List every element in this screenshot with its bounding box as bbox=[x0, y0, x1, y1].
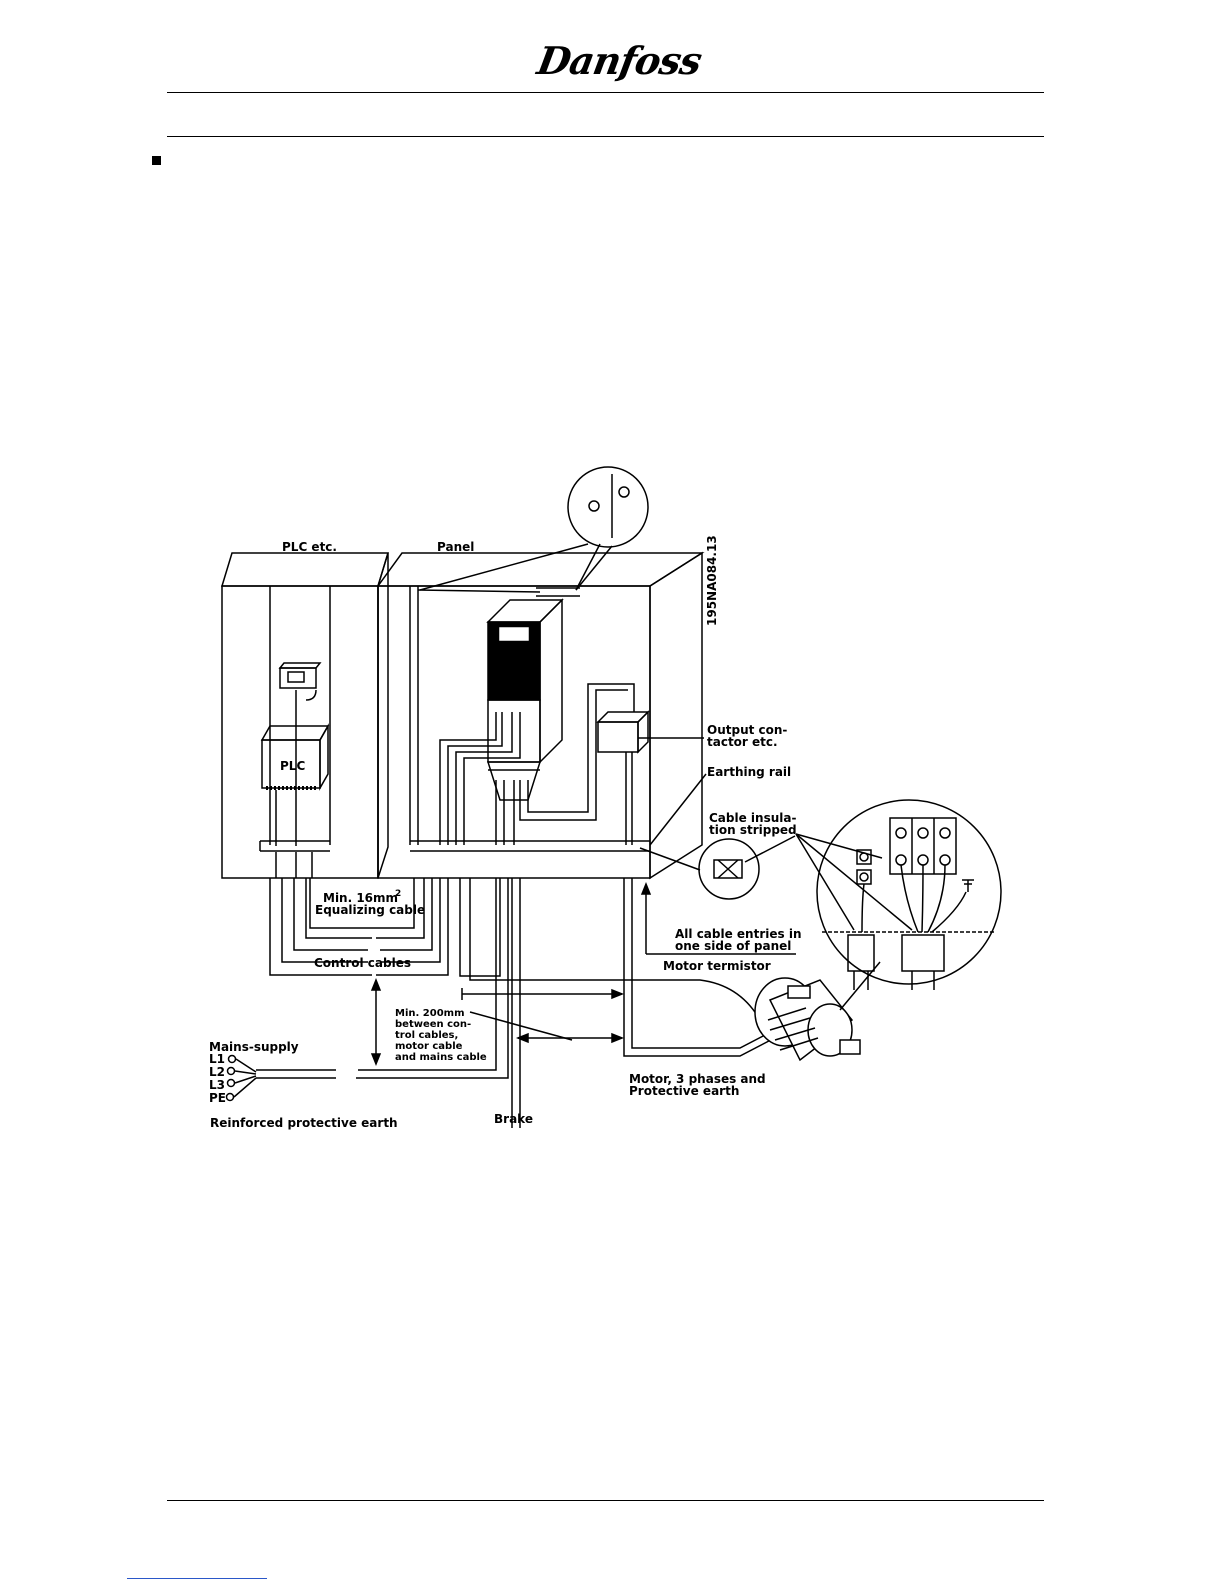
min-200-label-3: trol cables, bbox=[395, 1030, 458, 1041]
header-rule-top bbox=[167, 92, 1044, 93]
mains-supply-label: Mains-supply bbox=[209, 1040, 299, 1054]
drawing-code: 195NA084.13 bbox=[705, 535, 719, 626]
plc-box-label: PLC bbox=[280, 759, 305, 773]
l2-label: L2 bbox=[209, 1065, 225, 1079]
equalizing-label-2: Equalizing cable bbox=[315, 903, 425, 917]
panel-cabinet bbox=[376, 551, 705, 880]
output-contactor-label-2: tactor etc. bbox=[707, 735, 778, 749]
earthing-rail-label: Earthing rail bbox=[707, 765, 791, 779]
footer-link-underline[interactable] bbox=[127, 1578, 267, 1579]
plc-cabinet bbox=[220, 552, 390, 879]
min-200-label-5: and mains cable bbox=[395, 1052, 487, 1063]
panel-cabinet-label: Panel bbox=[437, 540, 474, 554]
output-contactor-label-1: Output con- bbox=[707, 723, 787, 737]
cable-insulation-label-1: Cable insula- bbox=[709, 811, 796, 825]
equalizing-label-superscript: 2 bbox=[395, 889, 401, 899]
plc-cabinet-label: PLC etc. bbox=[282, 540, 337, 554]
motor-termistor-label: Motor termistor bbox=[663, 959, 771, 973]
control-cables-label: Control cables bbox=[314, 956, 411, 970]
header-rule-bottom bbox=[167, 136, 1044, 137]
section-bullet-icon bbox=[152, 156, 161, 165]
cable-entries-label-1: All cable entries in bbox=[675, 927, 802, 941]
frequency-converter bbox=[486, 598, 564, 801]
l1-label: L1 bbox=[209, 1052, 225, 1066]
pe-label: PE bbox=[209, 1091, 226, 1105]
min-200-label-2: between con- bbox=[395, 1019, 471, 1030]
l3-label: L3 bbox=[209, 1078, 225, 1092]
min-200-label-4: motor cable bbox=[395, 1041, 463, 1052]
cable-insulation-label-2: tion stripped bbox=[709, 823, 797, 837]
cable-entries-label-2: one side of panel bbox=[675, 939, 791, 953]
reinforced-earth-label: Reinforced protective earth bbox=[210, 1116, 398, 1130]
footer-rule bbox=[167, 1500, 1044, 1501]
motor-label-2: Protective earth bbox=[629, 1084, 739, 1098]
min-200-label-1: Min. 200mm bbox=[395, 1008, 465, 1019]
brake-label: Brake bbox=[494, 1112, 533, 1126]
equalizing-label-1: Min. 16mm bbox=[323, 891, 398, 905]
plc-box bbox=[260, 723, 330, 791]
output-contactor bbox=[596, 710, 650, 754]
plc-display-unit bbox=[278, 662, 322, 689]
motor bbox=[754, 977, 861, 1062]
motor-label-1: Motor, 3 phases and bbox=[629, 1072, 766, 1086]
